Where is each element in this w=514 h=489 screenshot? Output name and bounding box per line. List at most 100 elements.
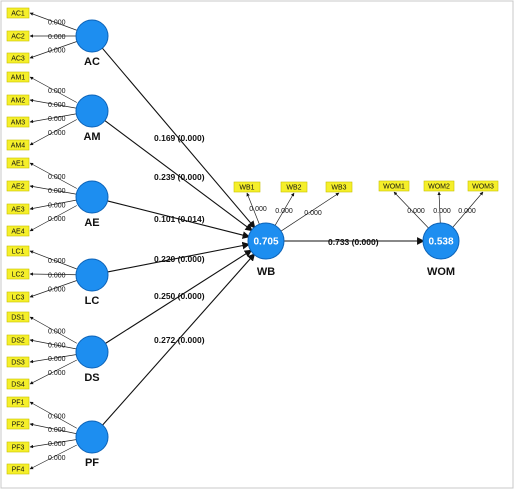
indicator-label-wom1: WOM1: [383, 184, 405, 191]
loading-ae4: 0.000: [48, 216, 66, 223]
indicator-box-ae2: [6, 180, 30, 192]
construct-wb: [247, 222, 285, 260]
construct-am: [75, 94, 109, 128]
loading-arrow-ac1: [29, 12, 77, 31]
indicator-box-ds4: [6, 378, 30, 390]
indicator-label-ds2: DS2: [11, 338, 25, 345]
construct-label-am: AM: [83, 131, 100, 143]
indicator-box-am1: [6, 71, 30, 83]
loading-am3: 0.000: [48, 116, 66, 123]
indicator-label-ac1: AC1: [11, 11, 25, 18]
indicator-label-lc3: LC3: [12, 295, 25, 302]
path-am-to-wb: [104, 120, 253, 232]
construct-label-ae: AE: [84, 217, 99, 229]
indicator-label-ac3: AC3: [11, 56, 25, 63]
loading-arrow-lc3: [29, 280, 77, 298]
indicator-box-wom1: [378, 180, 410, 192]
loading-arrow-wb2: [273, 192, 295, 228]
loading-arrow-am2: [29, 98, 77, 109]
loading-ds4: 0.000: [48, 370, 66, 377]
indicator-box-pf2: [6, 418, 30, 430]
loading-arrow-am3: [29, 113, 77, 124]
construct-label-wb: WB: [257, 266, 275, 278]
indicator-box-wom2: [423, 180, 455, 192]
indicator-box-lc1: [6, 245, 30, 257]
loading-ds2: 0.000: [48, 343, 66, 350]
indicator-label-pf4: PF4: [12, 467, 25, 474]
loading-wom3: 0.000: [458, 208, 476, 215]
indicator-box-lc3: [6, 291, 30, 303]
path-ac-to-wb: [101, 47, 256, 229]
indicator-box-lc2: [6, 268, 30, 280]
path-pf-to-wb: [102, 253, 256, 426]
indicator-label-wb2: WB2: [286, 185, 301, 192]
construct-wom: [422, 222, 460, 260]
indicator-box-ac2: [6, 30, 30, 42]
construct-label-ac: AC: [84, 56, 100, 68]
indicator-box-am4: [6, 139, 30, 151]
indicator-box-ae3: [6, 203, 30, 215]
r-squared-wom: 0.538: [428, 237, 453, 248]
indicator-label-pf1: PF1: [12, 400, 25, 407]
indicator-box-am2: [6, 94, 30, 106]
path-coef-ds: 0.250 (0.000): [154, 291, 205, 301]
loading-lc1: 0.000: [48, 258, 66, 265]
loading-wb3: 0.000: [304, 210, 322, 217]
indicator-label-wom2: WOM2: [428, 184, 450, 191]
loading-arrow-wom2: [437, 191, 441, 226]
loading-ds3: 0.000: [48, 356, 66, 363]
path-coef-ac: 0.169 (0.000): [154, 133, 205, 143]
indicator-label-ds3: DS3: [11, 360, 25, 367]
loading-arrow-pf1: [29, 401, 77, 429]
loading-wom1: 0.000: [407, 208, 425, 215]
structural-paths: 0.169 (0.000)0.239 (0.000)0.101 (0.014)0…: [101, 47, 425, 426]
loading-am2: 0.000: [48, 102, 66, 109]
construct-ac: [75, 19, 109, 53]
loading-arrow-ae1: [29, 162, 77, 189]
indicator-box-wom3: [467, 180, 499, 192]
indicator-label-wb1: WB1: [239, 185, 254, 192]
loading-arrow-am1: [29, 76, 77, 103]
loading-arrow-ds2: [29, 338, 77, 350]
indicator-label-pf3: PF3: [12, 445, 25, 452]
indicator-box-ae1: [6, 157, 30, 169]
indicator-box-pf4: [6, 463, 30, 475]
measurement-arrows: 0.000 0.000 0.000 0.000 0.000 0.000 0.000 0.000…: [29, 12, 484, 470]
loading-arrow-pf4: [29, 444, 77, 470]
indicator-label-ae2: AE2: [11, 184, 24, 191]
indicator-box-ae4: [6, 225, 30, 237]
indicator-box-ds3: [6, 356, 30, 368]
indicator-box-wb2: [280, 181, 308, 193]
loading-arrow-pf3: [29, 439, 77, 449]
indicator-box-pf1: [6, 396, 30, 408]
loading-am1: 0.000: [48, 88, 66, 95]
path-lc-to-wb: [107, 241, 251, 273]
indicator-box-am3: [6, 116, 30, 128]
loading-lc3: 0.000: [48, 287, 66, 294]
indicator-label-am3: AM3: [11, 120, 26, 127]
loading-arrow-wb3: [279, 192, 340, 233]
indicator-box-ac3: [6, 52, 30, 64]
loading-ae2: 0.000: [48, 188, 66, 195]
indicator-label-ae3: AE3: [11, 207, 24, 214]
indicator-label-pf2: PF2: [12, 422, 25, 429]
indicator-label-lc2: LC2: [12, 272, 25, 279]
indicator-box-wb1: [233, 181, 261, 193]
loading-lc2: 0.000: [48, 272, 66, 279]
loading-wb2: 0.000: [275, 208, 293, 215]
indicator-box-pf3: [6, 441, 30, 453]
indicator-label-wom3: WOM3: [472, 184, 494, 191]
indicator-label-am2: AM2: [11, 98, 26, 105]
loading-arrow-pf2: [29, 422, 77, 435]
loading-am4: 0.000: [48, 130, 66, 137]
loading-ac1: 0.000: [48, 20, 66, 27]
loading-wb1: 0.000: [249, 206, 267, 213]
r-squared-wb: 0.705: [253, 237, 278, 248]
construct-ds: [75, 335, 109, 369]
path-coef-wb-wom: 0.733 (0.000): [328, 237, 379, 247]
loading-arrow-ae2: [29, 184, 77, 195]
loading-arrow-ae4: [29, 205, 77, 232]
indicator-box-ds1: [6, 311, 30, 323]
